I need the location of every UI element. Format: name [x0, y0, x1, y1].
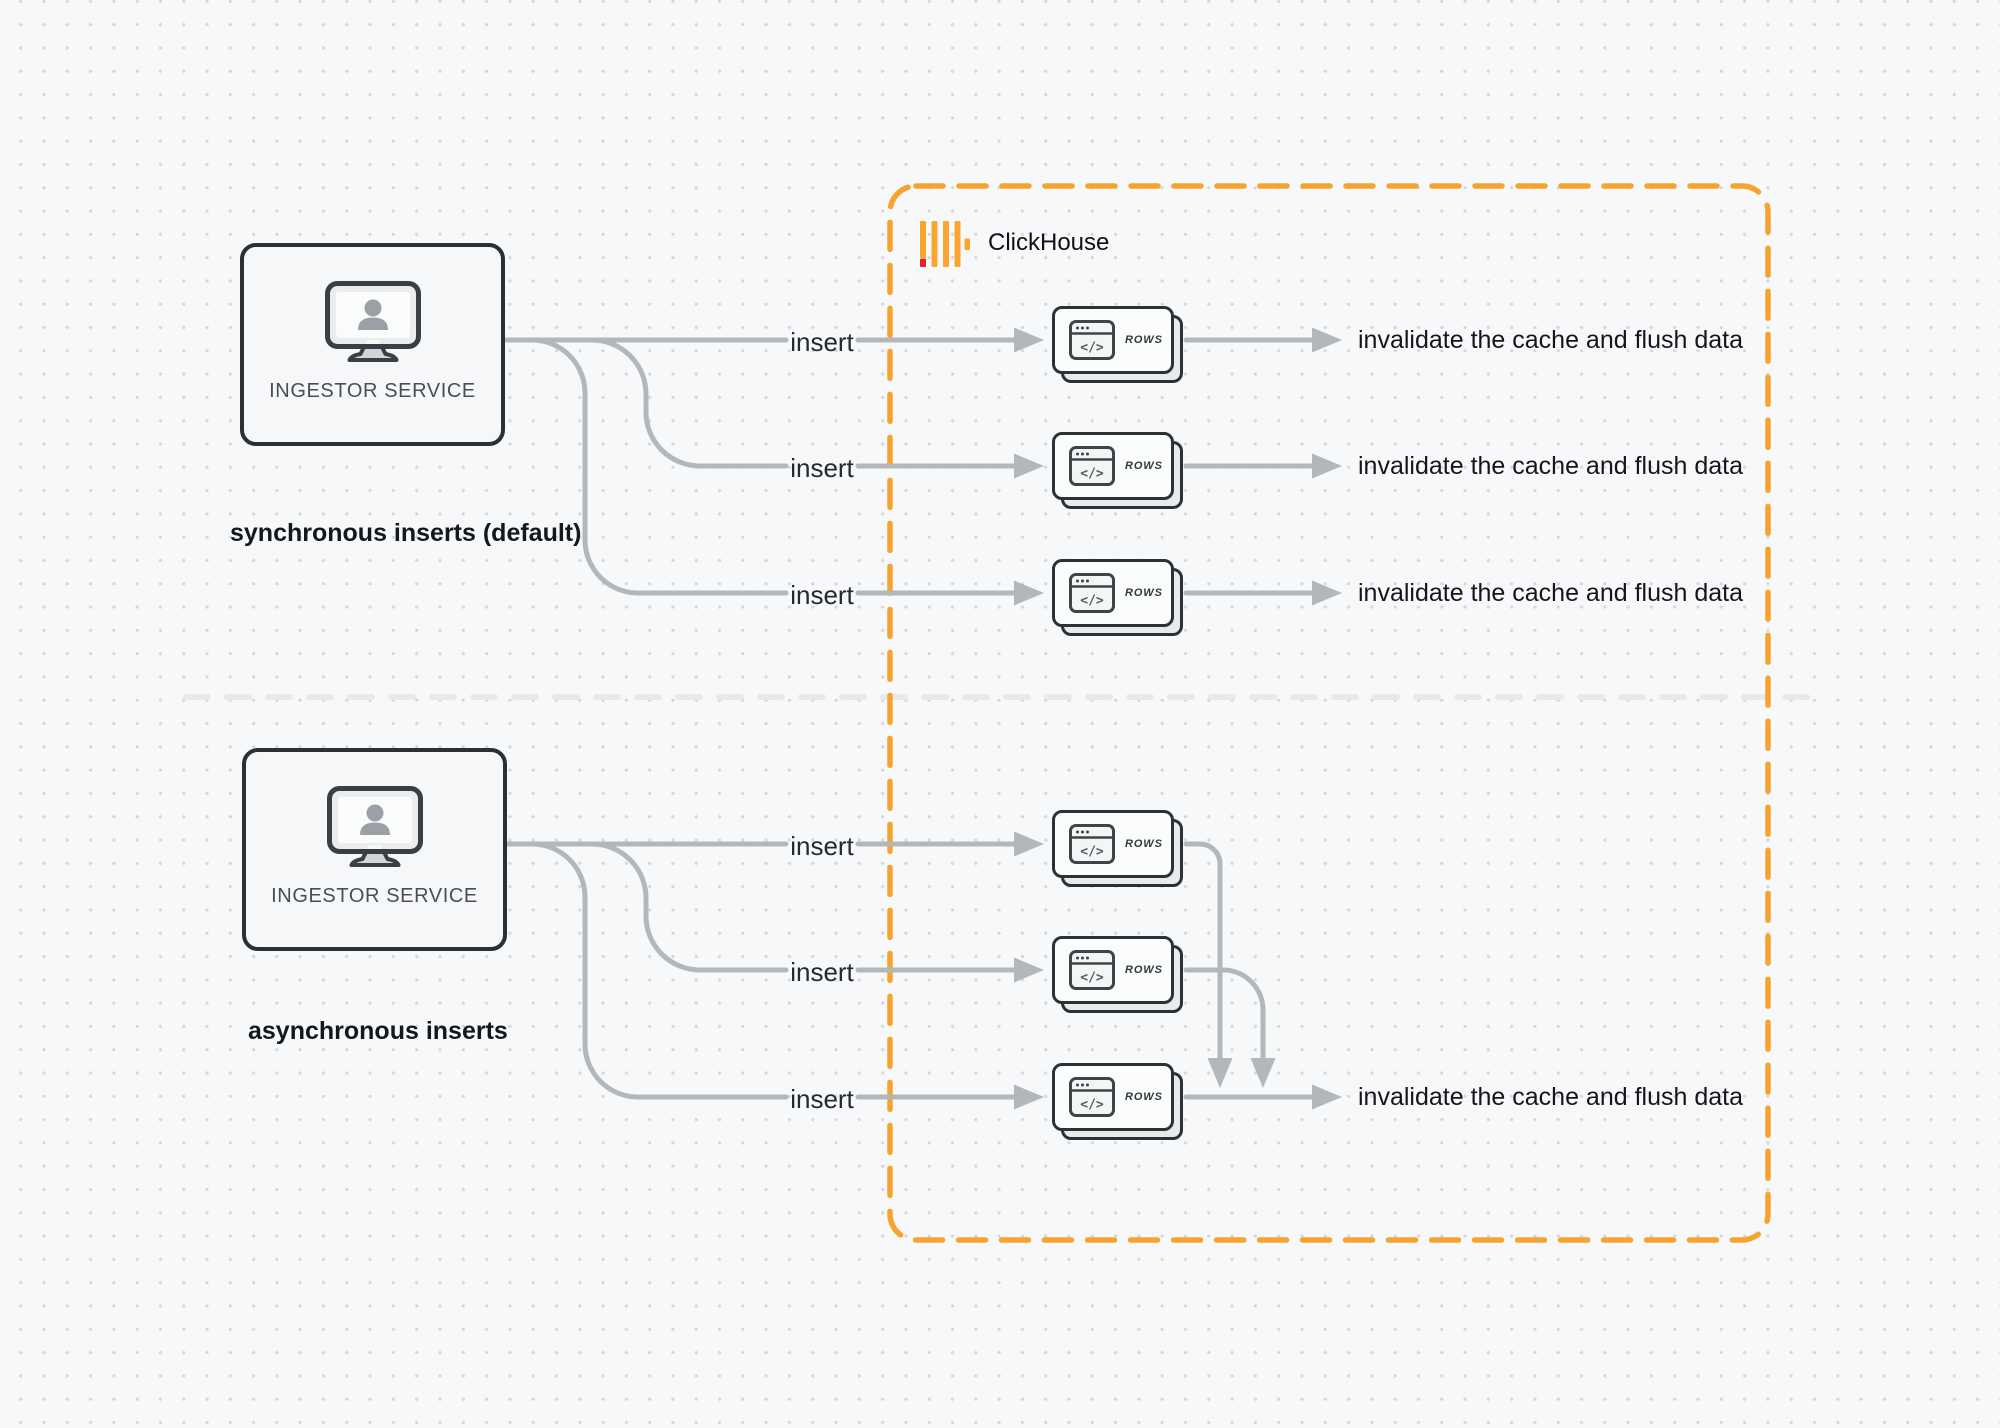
- rows-card-sync-2: </> ROWS: [1052, 432, 1183, 509]
- connector-async-row1-drop-arrow: [1183, 841, 1233, 1088]
- ingestor-service-label: INGESTOR SERVICE: [269, 380, 476, 402]
- monitor-user-icon: [324, 281, 421, 362]
- rows-card-async-2: </> ROWS: [1052, 936, 1183, 1013]
- code-glyph: </>: [1080, 971, 1104, 986]
- insert-label-async-3: insert: [790, 1084, 854, 1114]
- code-glyph: </>: [1080, 845, 1104, 860]
- code-window-icon: </>: [1069, 1077, 1115, 1117]
- code-window-icon: </>: [1069, 446, 1115, 486]
- insert-label-async-2: insert: [790, 957, 854, 987]
- rows-card-label: ROWS: [1125, 964, 1163, 976]
- rows-card-label: ROWS: [1125, 1091, 1163, 1103]
- connector-async-row2-left: [502, 841, 789, 973]
- rows-card-front: </> ROWS: [1052, 936, 1174, 1004]
- clickhouse-boundary: [887, 183, 1771, 1243]
- rows-card-label: ROWS: [1125, 587, 1163, 599]
- code-glyph: </>: [1080, 1098, 1104, 1113]
- code-glyph: </>: [1080, 594, 1104, 609]
- connector-async-row2-drop-arrow: [1183, 967, 1276, 1088]
- clickhouse-label: ClickHouse: [988, 229, 1110, 256]
- rows-card-async-1: </> ROWS: [1052, 810, 1183, 887]
- code-glyph: </>: [1080, 341, 1104, 356]
- ingestor-service-box-async: INGESTOR SERVICE: [242, 748, 507, 951]
- rows-card-sync-1: </> ROWS: [1052, 306, 1183, 383]
- rows-card-async-3: </> ROWS: [1052, 1063, 1183, 1140]
- rows-card-label: ROWS: [1125, 838, 1163, 850]
- rows-card-label: ROWS: [1125, 334, 1163, 346]
- result-label-sync-2: invalidate the cache and flush data: [1358, 452, 1743, 480]
- ingestor-service-label: INGESTOR SERVICE: [271, 885, 478, 907]
- rows-card-label: ROWS: [1125, 460, 1163, 472]
- rows-card-front: </> ROWS: [1052, 559, 1174, 627]
- rows-card-front: </> ROWS: [1052, 432, 1174, 500]
- rows-card-front: </> ROWS: [1052, 306, 1174, 374]
- code-window-icon: </>: [1069, 824, 1115, 864]
- insert-label-sync-3: insert: [790, 580, 854, 610]
- rows-card-sync-3: </> ROWS: [1052, 559, 1183, 636]
- section-label-sync: synchronous inserts (default): [230, 519, 582, 547]
- rows-card-front: </> ROWS: [1052, 810, 1174, 878]
- rows-card-front: </> ROWS: [1052, 1063, 1174, 1131]
- code-glyph: </>: [1080, 467, 1104, 482]
- section-label-async: asynchronous inserts: [248, 1017, 508, 1045]
- code-window-icon: </>: [1069, 320, 1115, 360]
- ingestor-service-box-sync: INGESTOR SERVICE: [240, 243, 505, 446]
- connector-sync-row3-left: [502, 337, 789, 596]
- connector-sync-row2-left: [502, 337, 789, 469]
- code-window-icon: </>: [1069, 950, 1115, 990]
- connector-async-row3-left: [502, 841, 789, 1100]
- insert-label-sync-1: insert: [790, 327, 854, 357]
- result-label-async: invalidate the cache and flush data: [1358, 1083, 1743, 1111]
- result-label-sync-1: invalidate the cache and flush data: [1358, 326, 1743, 354]
- code-window-icon: </>: [1069, 573, 1115, 613]
- result-label-sync-3: invalidate the cache and flush data: [1358, 579, 1743, 607]
- insert-label-sync-2: insert: [790, 453, 854, 483]
- monitor-user-icon: [326, 786, 423, 867]
- insert-label-async-1: insert: [790, 831, 854, 861]
- clickhouse-logo-icon: [920, 221, 970, 267]
